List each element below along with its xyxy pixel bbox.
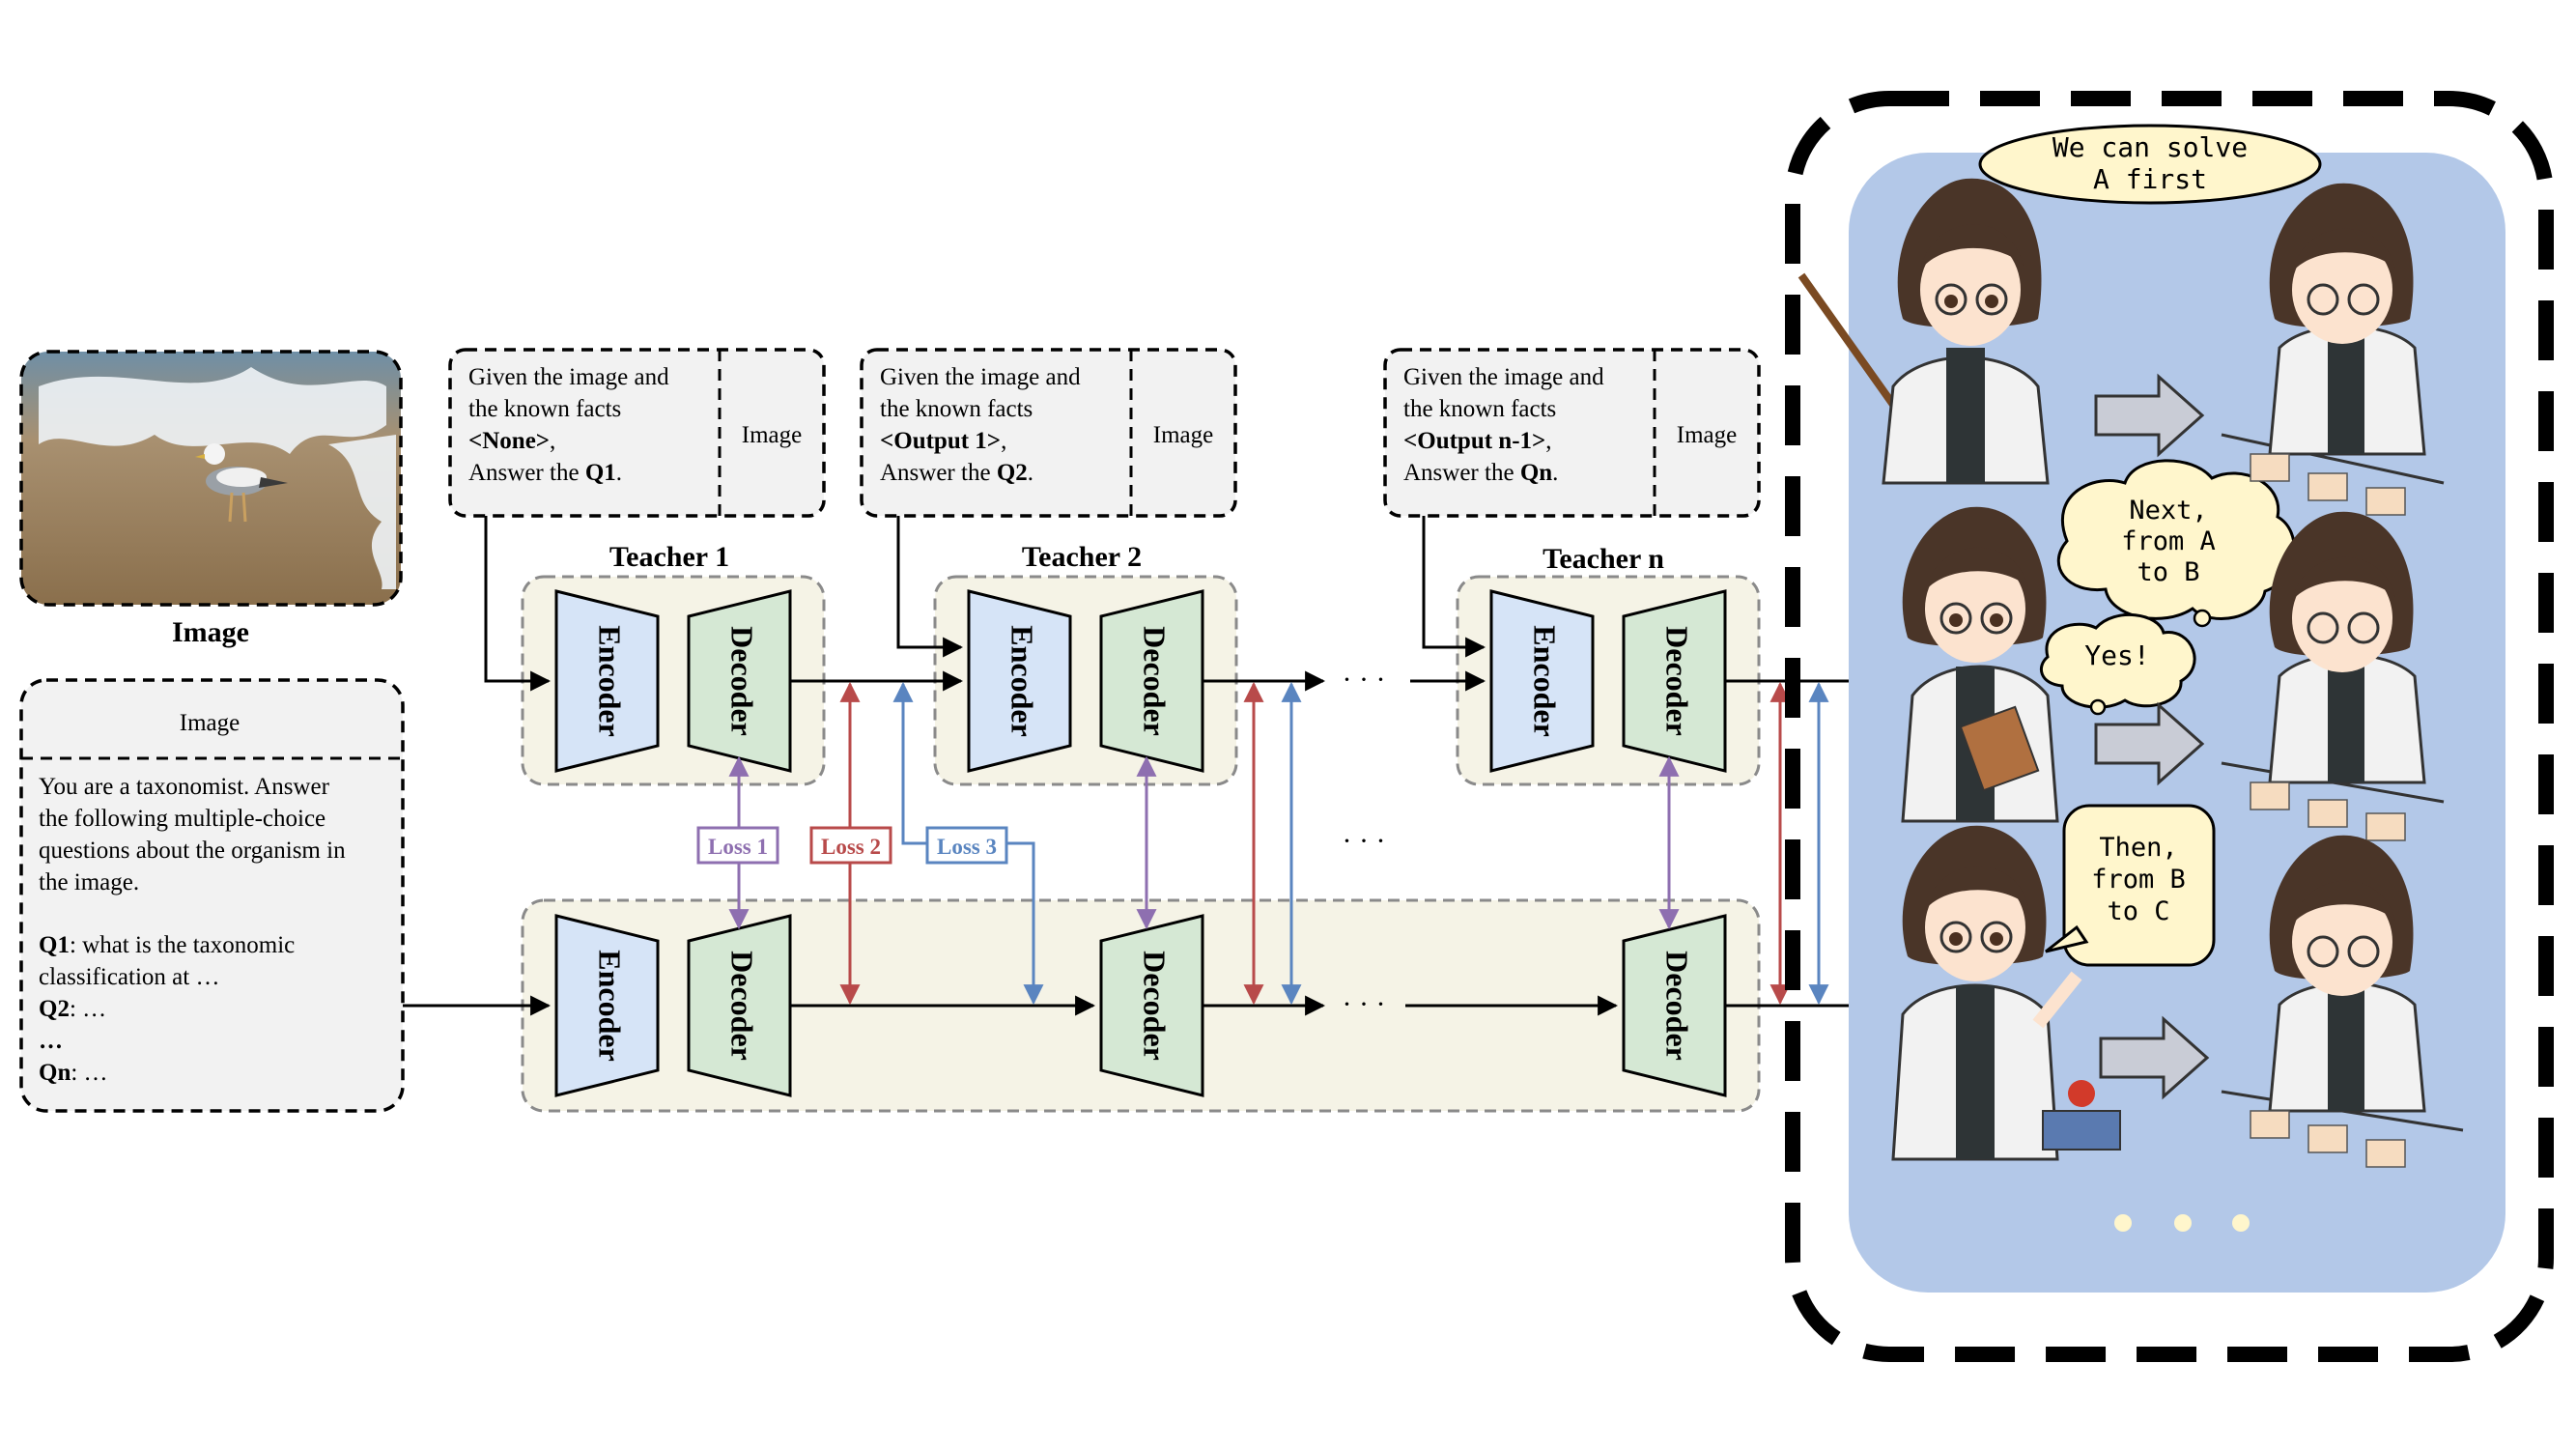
- teacher-1-prompt: Given the image and the known facts <Non…: [448, 348, 826, 518]
- prompt-image-label: Image: [1153, 422, 1213, 448]
- teacher-2-decoder: Decoder: [1099, 589, 1204, 773]
- encoder-label: Encoder: [593, 625, 628, 737]
- books-icon: [2042, 1110, 2121, 1151]
- teacher-2-label: Teacher 2: [1022, 541, 1142, 573]
- teacher-n-decoder: Decoder: [1622, 589, 1727, 773]
- gull-icon: [195, 443, 288, 523]
- prompt-line: Given the image and: [1403, 364, 1604, 390]
- teacher-character-3: [1891, 825, 2121, 1161]
- loss-1-text: Loss 1: [708, 835, 768, 859]
- encoder-label: Encoder: [1528, 625, 1563, 737]
- bubble-then-b-to-c: Then, from B to C: [2045, 804, 2216, 967]
- q2-line: Q2: …: [39, 996, 106, 1022]
- apple-icon: [2068, 1080, 2095, 1107]
- decoder-label: Decoder: [1660, 951, 1695, 1061]
- flow-arrows: [403, 516, 1872, 1016]
- foam-wave: [39, 367, 386, 454]
- teacher-1-label: Teacher 1: [609, 541, 729, 573]
- student-character-3: [2221, 835, 2464, 1168]
- teacher-2-encoder: Encoder: [967, 589, 1072, 773]
- decoder-label: Decoder: [725, 951, 760, 1061]
- prompt-line: Given the image and: [468, 364, 669, 390]
- prompt-question: Answer the Qn.: [1403, 460, 1558, 486]
- bubble-next-a-to-b: Next, from A to B: [2056, 459, 2296, 628]
- question-line-1: You are a taxonomist. Answer: [39, 774, 330, 800]
- student-encoder: Encoder: [554, 914, 660, 1097]
- question-box: Image You are a taxonomist. Answer the f…: [19, 678, 405, 1113]
- prompt-line: the known facts: [1403, 396, 1556, 422]
- loss-2-label: Loss 2: [809, 826, 892, 865]
- bubble-text: Yes!: [2084, 639, 2149, 671]
- loss-1-label: Loss 1: [696, 826, 779, 865]
- prompt-fact: <Output n-1>,: [1403, 428, 1552, 454]
- teacher-character-2: [1901, 506, 2059, 823]
- prompt-line: the known facts: [468, 396, 621, 422]
- bubble-text: from B: [2091, 865, 2186, 895]
- more-dots: [2114, 1214, 2250, 1232]
- decoder-label: Decoder: [1660, 626, 1695, 736]
- teacher-1-encoder: Encoder: [554, 589, 660, 773]
- prompt-line: Given the image and: [880, 364, 1081, 390]
- question-box-header: Image: [180, 710, 240, 736]
- teacher-1-decoder: Decoder: [687, 589, 792, 773]
- bubble-text: from A: [2121, 526, 2216, 556]
- loss-3-text: Loss 3: [937, 835, 997, 859]
- student-decoder-1: Decoder: [687, 914, 792, 1097]
- question-line-4: the image.: [39, 869, 139, 895]
- prompt-fact: <Output 1>,: [880, 428, 1006, 454]
- student-character-2: [2221, 511, 2445, 841]
- ellipsis-middle: · · ·: [1343, 825, 1386, 857]
- prompt-question: Answer the Q1.: [468, 460, 622, 486]
- bubble-text: A first: [2093, 163, 2207, 195]
- bubble-text: to C: [2107, 896, 2169, 926]
- decoder-label: Decoder: [1138, 626, 1173, 736]
- illustration-frame: [1785, 91, 2554, 1362]
- teacher-n-prompt: Given the image and the known facts <Out…: [1383, 348, 1761, 518]
- bubble-solve-a: We can solve A first: [1978, 124, 2322, 205]
- ellipsis-line: …: [39, 1028, 63, 1054]
- foam-right: [328, 435, 396, 589]
- student-decoder-n: Decoder: [1622, 914, 1727, 1097]
- bubble-text: Then,: [2099, 833, 2177, 863]
- input-image-caption: Image: [172, 616, 249, 648]
- prompt-question: Answer the Q2.: [880, 460, 1033, 486]
- student-character-1: [2221, 183, 2445, 516]
- teacher-n-encoder: Encoder: [1489, 589, 1595, 773]
- prompt-fact: <None>,: [468, 428, 555, 454]
- q1-line-2: classification at …: [39, 964, 219, 990]
- student-decoder-2: Decoder: [1099, 914, 1204, 1097]
- qn-line: Qn: …: [39, 1060, 108, 1086]
- prompt-line: the known facts: [880, 396, 1033, 422]
- question-line-3: questions about the organism in: [39, 838, 346, 864]
- encoder-label: Encoder: [1005, 625, 1040, 737]
- teacher-n-label: Teacher n: [1543, 543, 1664, 575]
- bubble-text: We can solve: [2052, 131, 2248, 163]
- decoder-label: Decoder: [1138, 951, 1173, 1061]
- ellipsis-top: · · ·: [1343, 664, 1386, 696]
- bubble-text: Next,: [2129, 496, 2207, 526]
- loss-2-text: Loss 2: [821, 835, 881, 859]
- bubble-text: to B: [2137, 557, 2199, 587]
- encoder-label: Encoder: [593, 950, 628, 1062]
- ellipsis-bottom: · · ·: [1343, 988, 1386, 1020]
- loss-3-label: Loss 3: [925, 826, 1008, 865]
- prompt-image-label: Image: [1677, 422, 1737, 448]
- decoder-label: Decoder: [725, 626, 760, 736]
- prompt-image-label: Image: [742, 422, 802, 448]
- teacher-2-prompt: Given the image and the known facts <Out…: [860, 348, 1237, 518]
- teacher-character-1: [1798, 178, 2050, 485]
- right-arrow-icon: [2094, 373, 2210, 1100]
- question-line-2: the following multiple-choice: [39, 806, 326, 832]
- q1-line: Q1: what is the taxonomic: [39, 932, 295, 958]
- bubble-yes: Yes!: [2039, 612, 2196, 716]
- input-image: Image: [19, 350, 403, 648]
